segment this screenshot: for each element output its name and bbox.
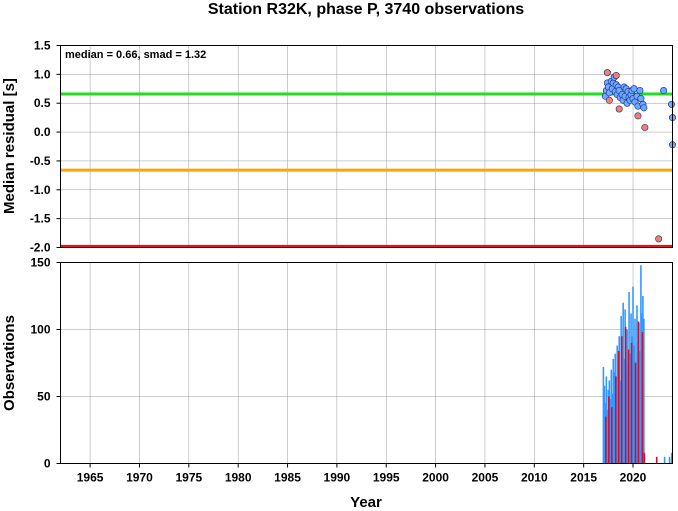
residual-point: [637, 95, 645, 103]
observations-y-ticks: 150 100 50 0: [30, 256, 61, 471]
observation-bar: [603, 385, 606, 464]
y-tick-label: 1.0: [34, 67, 51, 81]
observation-bar: [668, 456, 671, 464]
residual-point: [655, 235, 663, 243]
observation-bar: [614, 376, 617, 464]
observations-panel: 150 100 50 0 1965 1970 1975 1980 1985 1990 1995 20…: [1, 256, 673, 511]
residual-point: [660, 87, 668, 95]
residual-points: [601, 69, 676, 243]
residual-panel: 1.5 1.0 0.5 0.0 -0.5 -1.0 -1.5 -2.0 median = 0.…: [1, 39, 676, 255]
y-tick-label: 0.5: [34, 96, 51, 110]
residual-grid: [60, 45, 673, 248]
observation-bar: [622, 302, 624, 464]
observation-bar: [619, 380, 621, 464]
x-tick-label: 1965: [77, 471, 104, 485]
x-tick-label: 2020: [620, 471, 647, 485]
y-tick-label: 1.5: [34, 39, 51, 53]
observation-bar: [641, 332, 644, 464]
observation-bar: [629, 353, 631, 464]
x-tick-label: 2010: [521, 471, 548, 485]
observation-bar: [640, 265, 642, 464]
observation-bar: [627, 349, 630, 464]
observation-bar: [630, 342, 633, 464]
residual-y-ticks: 1.5 1.0 0.5 0.0 -0.5 -1.0 -1.5 -2.0: [30, 39, 61, 255]
observations-frame: [60, 262, 673, 464]
x-tick-label: 2015: [570, 471, 597, 485]
y-tick-label: 0.0: [34, 125, 51, 139]
y-tick-label: 150: [30, 256, 50, 270]
observation-bar: [624, 326, 627, 464]
year-x-axis-label: Year: [350, 494, 382, 511]
x-tick-label: 1980: [225, 471, 252, 485]
observation-bars: [602, 265, 673, 464]
stats-annotation: median = 0.66, smad = 1.32: [65, 49, 206, 61]
observation-bar: [632, 286, 634, 464]
residual-point: [640, 104, 648, 112]
observation-bar: [605, 416, 607, 464]
residual-frame: [60, 45, 673, 248]
y-tick-label: -0.5: [30, 154, 51, 168]
observation-bar: [663, 456, 666, 464]
observation-bar: [613, 372, 616, 464]
y-tick-label: 100: [30, 323, 50, 337]
observation-bar: [634, 363, 637, 464]
observation-bar: [623, 358, 625, 464]
observation-bar: [639, 350, 641, 464]
y-tick-label: 50: [37, 390, 51, 404]
chart-title: Station R32K, phase P, 3740 observations: [208, 1, 524, 18]
observations-y-axis-label: Observations: [1, 315, 18, 411]
residual-point: [641, 123, 649, 131]
x-tick-label: 1995: [373, 471, 400, 485]
residual-point: [636, 87, 644, 95]
observation-bar: [626, 329, 628, 464]
residual-point: [634, 112, 642, 120]
observation-bar: [617, 350, 620, 464]
year-x-ticks: 1965 1970 1975 1980 1985 1990 1995 2000 2005 2010…: [77, 463, 647, 485]
observations-grid: [60, 262, 673, 464]
observation-bar: [609, 399, 612, 464]
reference-lines: [60, 92, 673, 248]
observation-bar: [637, 321, 640, 464]
observation-bar: [643, 318, 645, 464]
residual-point: [630, 85, 638, 93]
residual-point: [603, 69, 611, 77]
x-tick-label: 1990: [324, 471, 351, 485]
observation-bar: [620, 336, 623, 464]
observation-bar: [616, 345, 619, 464]
y-tick-label: -1.5: [30, 212, 51, 226]
residual-point: [668, 100, 676, 108]
observation-bar: [608, 396, 610, 464]
residual-point: [605, 96, 613, 104]
observation-bar: [643, 452, 646, 464]
x-tick-label: 1985: [274, 471, 301, 485]
observation-bar: [655, 456, 658, 464]
observation-bar: [633, 345, 635, 464]
observation-bar: [612, 358, 615, 464]
x-tick-label: 2005: [472, 471, 499, 485]
y-tick-label: -1.0: [30, 183, 51, 197]
residual-y-axis-label: Median residual [s]: [1, 78, 18, 214]
x-tick-label: 1975: [175, 471, 202, 485]
observation-bar: [610, 407, 613, 464]
observation-bar: [670, 452, 673, 464]
y-tick-label: 0: [44, 457, 51, 471]
x-tick-label: 1970: [126, 471, 153, 485]
observation-bar: [636, 305, 638, 464]
y-tick-label: -2.0: [30, 241, 51, 255]
residual-point: [615, 105, 623, 113]
x-tick-label: 2000: [422, 471, 449, 485]
residual-point: [612, 72, 620, 80]
observation-bar: [606, 409, 609, 464]
observation-bar: [602, 367, 605, 464]
